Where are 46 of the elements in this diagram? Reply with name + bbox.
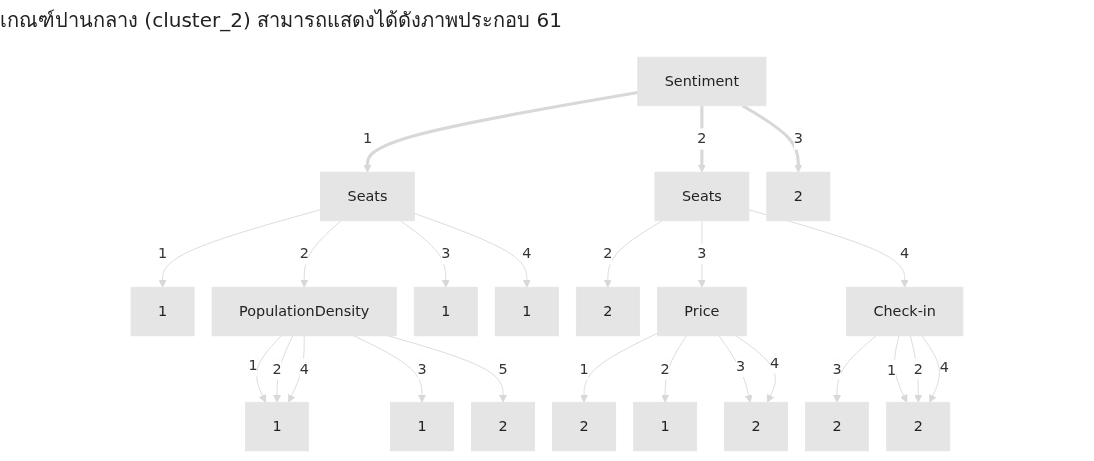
edge-label: 3	[793, 129, 803, 148]
node-box: 1	[633, 401, 698, 452]
node-box: 2	[575, 286, 640, 337]
node-box: Price	[656, 286, 747, 337]
node-box: 2	[724, 401, 788, 452]
arrow	[363, 90, 639, 173]
node-box: Seats	[654, 171, 750, 222]
arrow	[741, 104, 803, 173]
edge-label: 3	[441, 245, 451, 263]
edge-label: 1	[579, 360, 589, 378]
edge-label: 2	[697, 129, 707, 148]
node-box: 2	[552, 401, 617, 452]
node-box: 2	[766, 171, 831, 222]
edge-label: 2	[660, 360, 670, 378]
caption-text: เกณฑ์ปานกลาง (cluster_2) สามารถแสดงได้ดังภาพประกอบ 61	[0, 7, 562, 34]
node-box: 2	[886, 401, 951, 452]
edge-label: 2	[603, 245, 613, 263]
node-box: 2	[471, 401, 536, 452]
edge-label: 5	[498, 360, 508, 378]
node-box: 1	[494, 286, 559, 337]
edge-label: 2	[913, 360, 923, 378]
edge-label: 3	[832, 360, 842, 378]
edge-label: 3	[735, 357, 746, 375]
edge-label: 1	[887, 361, 897, 379]
edge-label: 1	[248, 356, 258, 374]
node-box: Check-in	[846, 286, 964, 337]
edge-label: 4	[939, 358, 949, 376]
edge-label: 2	[272, 360, 282, 378]
node-box: 1	[245, 401, 310, 452]
edge-label: 2	[299, 245, 309, 263]
edge-label: 4	[900, 245, 910, 263]
node-box: 2	[805, 401, 870, 452]
edge-label: 1	[362, 129, 373, 148]
edge-label: 4	[522, 245, 532, 263]
node-box: 1	[413, 286, 478, 337]
edge-label: 4	[769, 354, 780, 372]
edge-label: 3	[697, 245, 707, 263]
node-box: 1	[390, 401, 454, 452]
arrow	[697, 105, 706, 173]
node-box: 1	[130, 286, 195, 337]
edge-label: 4	[299, 360, 309, 378]
node-box: Seats	[320, 171, 415, 222]
edge-label: 1	[158, 245, 168, 263]
node-box: Sentiment	[637, 56, 767, 107]
node-box: PopulationDensity	[211, 286, 397, 337]
edge-label: 3	[417, 360, 427, 378]
